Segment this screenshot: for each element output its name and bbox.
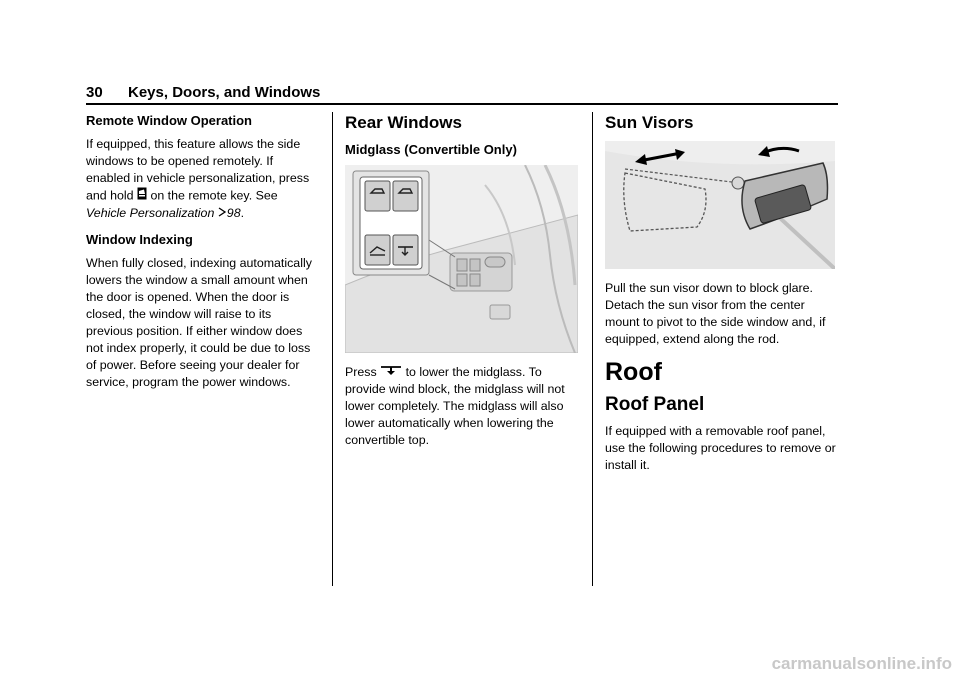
period: . bbox=[240, 206, 245, 220]
column-1: Remote Window Operation If equipped, thi… bbox=[86, 112, 320, 400]
paragraph-text: If equipped, this feature allows the sid… bbox=[86, 137, 310, 203]
paragraph-text: on the remote key. See bbox=[150, 188, 278, 203]
xref-link[interactable]: Vehicle Personalization bbox=[86, 206, 215, 220]
heading-roof: Roof bbox=[605, 358, 662, 386]
heading-rear-windows: Rear Windows bbox=[345, 113, 462, 132]
paragraph-text: to lower the midglass. To provide wind b… bbox=[345, 365, 565, 448]
watermark: carmanualsonline.info bbox=[771, 654, 952, 673]
paragraph-visor: Pull the sun visor down to block glare. … bbox=[605, 281, 826, 346]
page-ref-arrow-icon bbox=[218, 205, 227, 222]
heading-roof-panel: Roof Panel bbox=[605, 394, 705, 415]
paragraph-text: Press bbox=[345, 365, 377, 379]
heading-sun-visors: Sun Visors bbox=[605, 113, 694, 132]
heading-midglass: Midglass (Convertible Only) bbox=[345, 142, 517, 157]
xref-page[interactable]: 98 bbox=[226, 206, 241, 220]
column-divider bbox=[592, 112, 593, 586]
midglass-down-icon bbox=[380, 364, 402, 381]
page-header: 30 Keys, Doors, and Windows bbox=[86, 84, 838, 104]
paragraph-roof-panel: If equipped with a removable roof panel,… bbox=[605, 424, 836, 472]
column-3: Sun Visors Pull the sun visor down to bl… bbox=[605, 112, 839, 483]
section-title: Keys, Doors, and Windows bbox=[128, 84, 321, 101]
paragraph-indexing: When fully closed, indexing automaticall… bbox=[86, 256, 312, 390]
midglass-switch-illustration bbox=[345, 165, 578, 353]
paragraph-midglass: Press to lower the midglass. To provide … bbox=[345, 364, 579, 449]
heading-remote-window-operation: Remote Window Operation bbox=[86, 113, 252, 128]
page-number: 30 bbox=[86, 84, 103, 101]
sun-visor-illustration bbox=[605, 141, 835, 269]
header-rule bbox=[86, 103, 838, 105]
column-divider bbox=[332, 112, 333, 586]
window-key-icon bbox=[137, 187, 147, 205]
paragraph-remote: If equipped, this feature allows the sid… bbox=[86, 136, 320, 222]
heading-window-indexing: Window Indexing bbox=[86, 232, 193, 248]
column-2: Rear Windows Midglass (Convertible Only) bbox=[345, 112, 579, 458]
